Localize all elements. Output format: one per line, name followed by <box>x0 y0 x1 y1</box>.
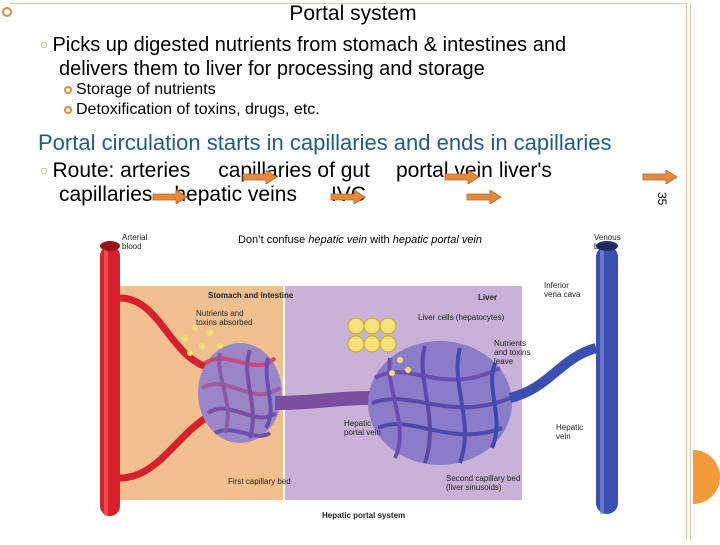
warning-note: Don’t confuse hepatic vein with hepatic … <box>237 234 482 246</box>
second-capillary-bed-label: Second capillary bed <box>446 474 520 483</box>
slide-frame-right-inner <box>690 3 691 540</box>
bullet-icon: ○ <box>40 36 49 52</box>
svg-text:vena cava: vena cava <box>544 290 581 299</box>
note-term-hepatic-vein: hepatic vein <box>308 234 368 246</box>
second-capillary-bed <box>368 341 512 465</box>
page-number: 35 <box>655 192 669 206</box>
route-item-capillaries: capillaries <box>59 183 153 206</box>
svg-text:(liver sinusoids): (liver sinusoids) <box>446 483 502 492</box>
sub-bullet-storage: Storage of nutrients <box>64 80 216 100</box>
liver-cells-label: Liver cells (hepatocytes) <box>418 313 505 322</box>
first-capillary-bed-label: First capillary bed <box>228 477 291 486</box>
hepatic-portal-diagram: Arterial blood Venous blood Inferior ven… <box>90 228 680 540</box>
svg-text:portal vein: portal vein <box>344 428 381 437</box>
bullet-portal-system: ○Picks up digested nutrients from stomac… <box>40 32 566 81</box>
arrow-right-icon <box>444 170 480 184</box>
route-item-livers: liver's <box>498 159 552 182</box>
route-label: Route: arteries <box>52 159 191 182</box>
sub-bullet-detox: Detoxification of toxins, drugs, etc. <box>64 100 320 120</box>
corner-bullet-icon <box>2 7 12 17</box>
slide-frame-top <box>10 3 686 4</box>
sub-bullet-icon <box>64 106 72 114</box>
liver-label: Liver <box>478 293 497 302</box>
nutrient-dots <box>182 325 411 376</box>
svg-text:blood: blood <box>594 242 614 251</box>
vena-cava-vessel <box>596 246 618 514</box>
svg-text:and toxins: and toxins <box>494 348 530 357</box>
first-capillary-bed <box>198 343 282 443</box>
circulation-statement: Portal circulation starts in capillaries… <box>38 130 612 155</box>
bullet-icon: ○ <box>40 162 49 178</box>
hepatic-portal-vein <box>274 391 371 410</box>
svg-text:blood: blood <box>122 242 142 251</box>
bullet-line-2: delivers them to liver for processing an… <box>59 58 485 80</box>
inferior-vena-cava-label: Inferior <box>544 281 569 290</box>
hepatic-portal-system-label: Hepatic portal system <box>322 511 405 520</box>
note-term-hepatic-portal-vein: hepatic portal vein <box>392 234 482 246</box>
hepatic-vein-label: Hepatic <box>556 423 583 432</box>
bullet-line-1: Picks up digested nutrients from stomach… <box>52 34 567 56</box>
stomach-intestine-label: Stomach and intestine <box>208 291 294 300</box>
venous-blood-label: Venous <box>594 233 621 242</box>
nutrients-leave-label: Nutrients <box>494 339 526 348</box>
route-item-capillaries-of-gut: capillaries of gut <box>218 159 370 182</box>
arrow-right-icon <box>466 190 502 204</box>
sub-bullet-icon <box>64 86 72 94</box>
arrow-right-icon <box>642 170 678 184</box>
arrow-right-icon <box>152 190 188 204</box>
diagram-svg: Arterial blood Venous blood Inferior ven… <box>100 233 621 520</box>
route-item-hepatic-veins: hepatic veins <box>174 183 297 206</box>
svg-text:vein: vein <box>556 432 571 441</box>
hepatic-vein-vessel <box>508 343 598 403</box>
svg-text:toxins absorbed: toxins absorbed <box>196 318 252 327</box>
hepatic-portal-vein-label: Hepatic <box>344 419 371 428</box>
arrow-right-icon <box>242 170 278 184</box>
arrow-right-icon <box>330 190 366 204</box>
slide-frame-right <box>686 3 687 540</box>
slide-title: Portal system <box>289 2 417 25</box>
svg-text:leave: leave <box>494 357 514 366</box>
nutrients-absorbed-label: Nutrients and <box>196 309 244 318</box>
hepatocyte-cluster <box>347 317 397 353</box>
arterial-blood-label: Arterial <box>122 233 148 242</box>
artery-vessel <box>100 246 120 516</box>
